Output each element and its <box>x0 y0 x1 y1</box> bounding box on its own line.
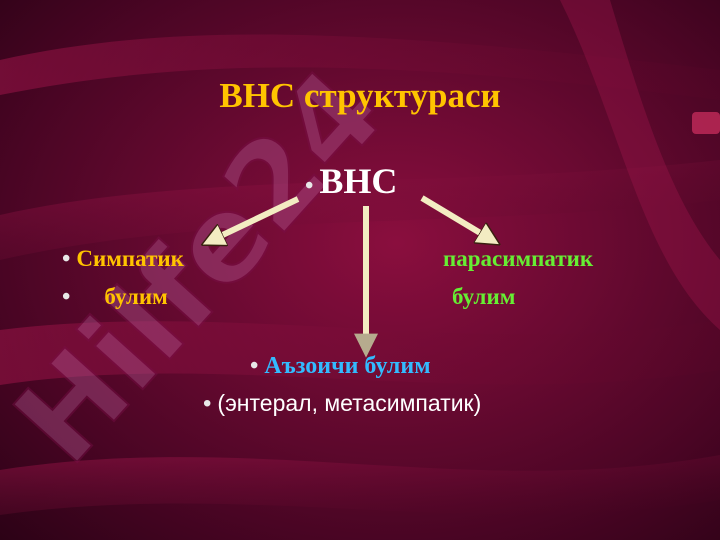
bullet-icon: • <box>203 390 212 417</box>
arrow-to-sympathetic <box>210 196 300 241</box>
intramural-label-line1: •Аъзоичи булим <box>250 353 431 379</box>
root-node: •ВНС <box>305 160 397 202</box>
sympathetic-label-line2: •булим <box>62 284 168 310</box>
swoosh-mid <box>0 160 720 260</box>
intramural-label-line2: •(энтерал, метасимпатик) <box>203 390 482 417</box>
slide-title: ВНС структураси <box>219 76 501 115</box>
swoosh-bottom <box>0 455 720 515</box>
parasympathetic-label-line2: булим <box>452 284 516 309</box>
root-label: ВНС <box>319 161 398 201</box>
bullet-icon: • <box>62 284 71 310</box>
sympathetic-label-line1: •Симпатик <box>62 246 184 272</box>
parasympathetic-label-line1: парасимпатик <box>443 246 594 271</box>
bullet-icon: • <box>62 246 71 272</box>
bullet-icon: • <box>250 353 259 379</box>
arrow-to-parasympathetic <box>420 195 492 240</box>
right-edge-bar <box>692 112 720 134</box>
swoosh-right <box>560 0 720 330</box>
swoosh-top <box>0 34 720 100</box>
bullet-icon: • <box>305 173 314 199</box>
